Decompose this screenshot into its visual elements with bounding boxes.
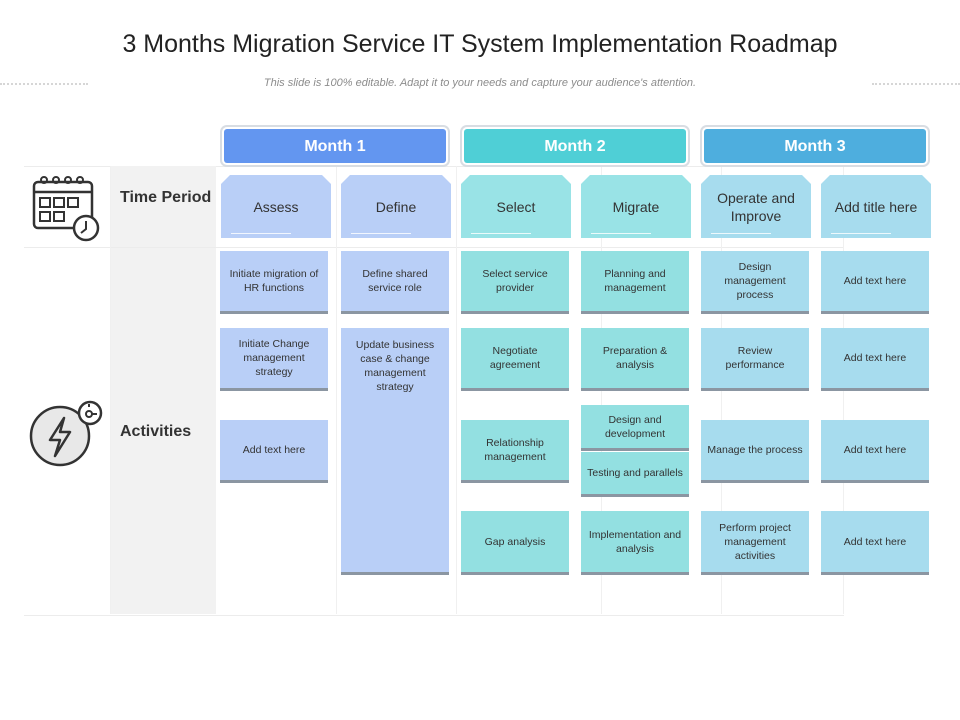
- activity-card: Perform project management activities: [701, 511, 809, 575]
- phase-label: Operate and Improve: [717, 189, 795, 224]
- row-label-column: [110, 166, 216, 614]
- phase-operate-improve: Operate and Improve: [701, 175, 811, 238]
- activity-card: Planning and management: [581, 251, 689, 314]
- month-header-3: Month 3: [704, 129, 926, 163]
- activity-card: Add text here: [821, 511, 929, 575]
- phase-label: Assess: [253, 198, 299, 215]
- row-label-activities: Activities: [120, 423, 192, 440]
- activity-card: Select service provider: [461, 251, 569, 314]
- phase-add-title: Add title here: [821, 175, 931, 238]
- activity-card: Add text here: [220, 420, 328, 483]
- activity-card: Negotiate agreement: [461, 328, 569, 391]
- activity-card: Implementation and analysis: [581, 511, 689, 575]
- activity-card: Update business case & change management…: [341, 328, 449, 575]
- phase-label: Add title here: [834, 198, 918, 215]
- activity-card: Design management process: [701, 251, 809, 314]
- grid-line: [110, 166, 111, 614]
- row-label-time-period: Time Period: [120, 189, 212, 206]
- decor-dotted-line-right: [872, 83, 960, 85]
- phase-define: Define: [341, 175, 451, 238]
- phase-migrate: Migrate: [581, 175, 691, 238]
- activity-card: Manage the process: [701, 420, 809, 483]
- page-subtitle: This slide is 100% editable. Adapt it to…: [263, 77, 697, 89]
- phase-select: Select: [461, 175, 571, 238]
- phase-assess: Assess: [221, 175, 331, 238]
- calendar-clock-icon: [32, 176, 100, 242]
- activity-card: Testing and parallels: [581, 452, 689, 497]
- activity-card: Add text here: [821, 251, 929, 314]
- grid-line: [336, 166, 337, 614]
- row-separator: [24, 247, 844, 248]
- activity-card: Initiate migration of HR functions: [220, 251, 328, 314]
- grid-line: [456, 166, 457, 614]
- activity-card: Design and development: [581, 405, 689, 451]
- activity-card: Define shared service role: [341, 251, 449, 314]
- phase-label: Migrate: [612, 198, 660, 215]
- activity-card: Relationship management: [461, 420, 569, 483]
- activity-card: Add text here: [821, 328, 929, 391]
- roadmap-grid: [24, 166, 844, 616]
- activity-card: Review performance: [701, 328, 809, 391]
- activity-card: Gap analysis: [461, 511, 569, 575]
- month-header-2: Month 2: [464, 129, 686, 163]
- phase-label: Select: [496, 198, 536, 215]
- month-header-1: Month 1: [224, 129, 446, 163]
- energy-gauge-icon: [29, 400, 103, 467]
- activity-card: Add text here: [821, 420, 929, 483]
- page-title: 3 Months Migration Service IT System Imp…: [122, 30, 838, 58]
- activity-card: Initiate Change management strategy: [220, 328, 328, 391]
- decor-dotted-line-left: [0, 83, 88, 85]
- phase-label: Define: [375, 198, 417, 215]
- activity-card: Preparation & analysis: [581, 328, 689, 391]
